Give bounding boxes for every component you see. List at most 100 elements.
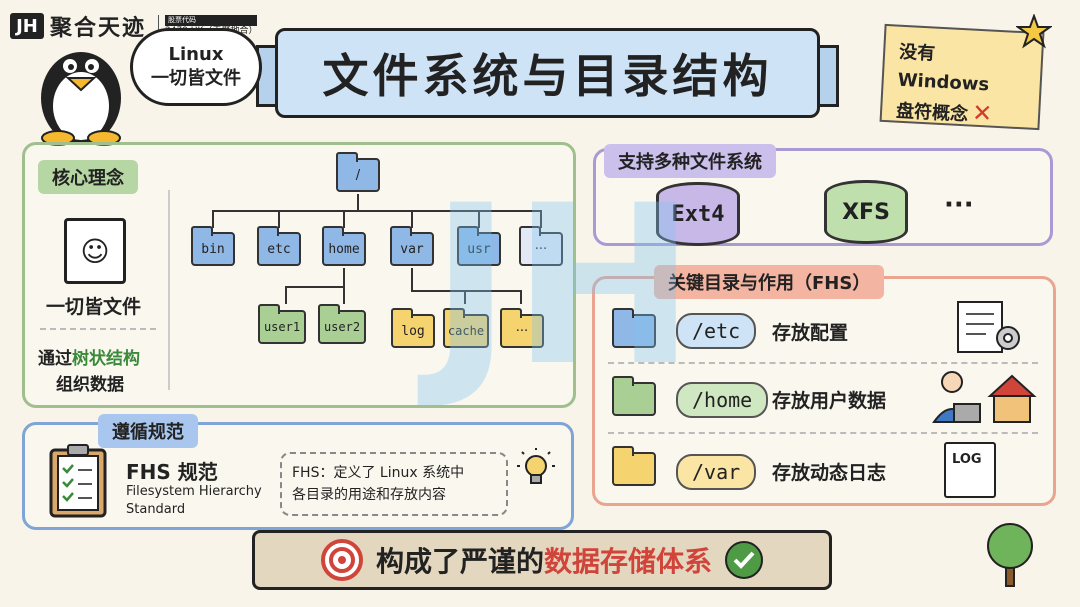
- tree-line: [285, 286, 287, 304]
- dir-desc-home: 存放用户数据: [772, 390, 887, 412]
- folder-label: usr: [467, 241, 491, 257]
- target-icon: [320, 539, 363, 581]
- key-directories-label: 关键目录与作用（FHS）: [654, 265, 885, 299]
- bubble-line2: 一切皆文件: [151, 68, 241, 89]
- tree-line: [411, 210, 413, 228]
- logo-name: 聚合天迹: [50, 16, 147, 41]
- sticky-line2: 盘符概念: [895, 100, 969, 126]
- bottom-prefix: 构成了严谨的: [375, 545, 544, 578]
- config-document-icon: [957, 301, 1020, 353]
- tree-line: [478, 210, 480, 228]
- fhs-title: FHS 规范: [126, 460, 218, 484]
- dir-desc-var: 存放动态日志: [772, 462, 887, 484]
- bottom-highlight: 数据存储体系: [544, 545, 713, 578]
- log-icon-text: LOG: [952, 452, 982, 467]
- root-label: /: [355, 167, 361, 183]
- doc-caption: 一切皆文件: [46, 296, 142, 318]
- tree-line: [464, 290, 466, 304]
- folder-log: log: [391, 308, 435, 348]
- fs-xfs-cylinder: XFS: [824, 180, 908, 244]
- tree-line: [357, 194, 359, 210]
- star-icon: [1016, 14, 1052, 49]
- fhs-full-line2: Standard: [126, 502, 186, 517]
- folder-usr: usr: [457, 226, 501, 266]
- tree-icon: [987, 523, 1033, 587]
- tree-line: [212, 210, 542, 212]
- tree-line: [343, 286, 345, 304]
- tree-line: [411, 268, 413, 290]
- filesystems-label: 支持多种文件系统: [604, 144, 776, 178]
- logo-mark: JH: [10, 13, 44, 39]
- tree-line: [212, 210, 214, 228]
- user-home-icon: [932, 371, 1037, 423]
- folder-label: etc: [267, 241, 291, 257]
- folder-label: ···: [534, 241, 548, 257]
- folder-var: var: [390, 226, 434, 266]
- folder-more: ···: [519, 226, 563, 266]
- root-folder: /: [336, 152, 380, 192]
- core-concept-label: 核心理念: [38, 160, 138, 194]
- watermark: JH: [430, 158, 696, 414]
- logo-tag: 股票代码: [165, 15, 258, 26]
- folder-label: user2: [323, 320, 361, 334]
- folder-user1: user1: [258, 304, 306, 344]
- dir-path-home: /home: [676, 382, 769, 418]
- var-folder-icon: [612, 446, 656, 486]
- fs-ext4-cylinder: Ext4: [656, 182, 740, 246]
- tree-line: [343, 210, 345, 228]
- folder-label: log: [401, 323, 425, 339]
- page-title: 文件系统与目录结构: [322, 49, 773, 103]
- dir-path-var: /var: [676, 454, 757, 490]
- fs-ext4-label: Ext4: [671, 201, 725, 227]
- folder-label: bin: [201, 241, 225, 257]
- smiling-document-icon: ☺: [64, 218, 126, 284]
- folder-var-more: ···: [500, 308, 544, 348]
- divider: [608, 362, 1038, 364]
- folder-label: ···: [515, 323, 529, 339]
- divider: [40, 328, 156, 330]
- tree-line: [540, 210, 542, 228]
- dir-desc-etc: 存放配置: [772, 322, 849, 344]
- standard-label: 遵循规范: [98, 414, 198, 448]
- bubble-line1: Linux: [168, 44, 224, 65]
- bottom-banner: 构成了严谨的数据存储体系: [252, 530, 832, 590]
- title-banner: 文件系统与目录结构: [256, 28, 839, 118]
- home-folder-icon: [612, 376, 656, 416]
- folder-user2: user2: [318, 304, 366, 344]
- fs-more: ···: [944, 190, 974, 220]
- tree-line: [285, 286, 343, 288]
- fhs-note-line1: FHS：定义了 Linux 系统中: [292, 465, 465, 481]
- penguin-icon: [41, 52, 121, 146]
- log-notebook-icon: LOG: [944, 442, 996, 498]
- tree-caption-highlight: 树状结构: [72, 349, 140, 369]
- dir-path-etc: /etc: [676, 313, 757, 349]
- linux-speech-bubble: Linux 一切皆文件: [130, 28, 262, 106]
- sticky-line1: 没有 Windows: [897, 41, 990, 96]
- folder-etc: etc: [257, 226, 301, 266]
- folder-bin: bin: [191, 226, 235, 266]
- fhs-note: FHS：定义了 Linux 系统中 各目录的用途和存放内容: [280, 452, 508, 516]
- fhs-full-line1: Filesystem Hierarchy: [126, 484, 262, 499]
- tree-caption-prefix: 通过: [38, 349, 72, 369]
- cross-icon: ✕: [971, 98, 993, 128]
- clipboard-icon: [49, 444, 107, 518]
- tree-line: [278, 210, 280, 228]
- etc-folder-icon: [612, 308, 656, 348]
- tree-line: [411, 290, 521, 292]
- lightbulb-icon: [517, 448, 555, 484]
- folder-label: home: [328, 241, 360, 257]
- tree-line: [520, 290, 522, 304]
- folder-label: user1: [263, 320, 301, 334]
- fs-xfs-label: XFS: [842, 199, 890, 225]
- folder-cache: cache: [443, 308, 489, 348]
- fhs-note-line2: 各目录的用途和存放内容: [292, 487, 446, 503]
- tree-caption-line1: 通过树状结构: [38, 344, 140, 369]
- check-circle-icon: [725, 541, 764, 579]
- divider: [608, 432, 1038, 434]
- panel-separator: [168, 190, 170, 390]
- folder-label: var: [400, 241, 424, 257]
- folder-label: cache: [447, 324, 485, 338]
- tree-caption-line2: 组织数据: [56, 375, 124, 395]
- folder-home: home: [322, 226, 366, 266]
- tree-line: [343, 268, 345, 286]
